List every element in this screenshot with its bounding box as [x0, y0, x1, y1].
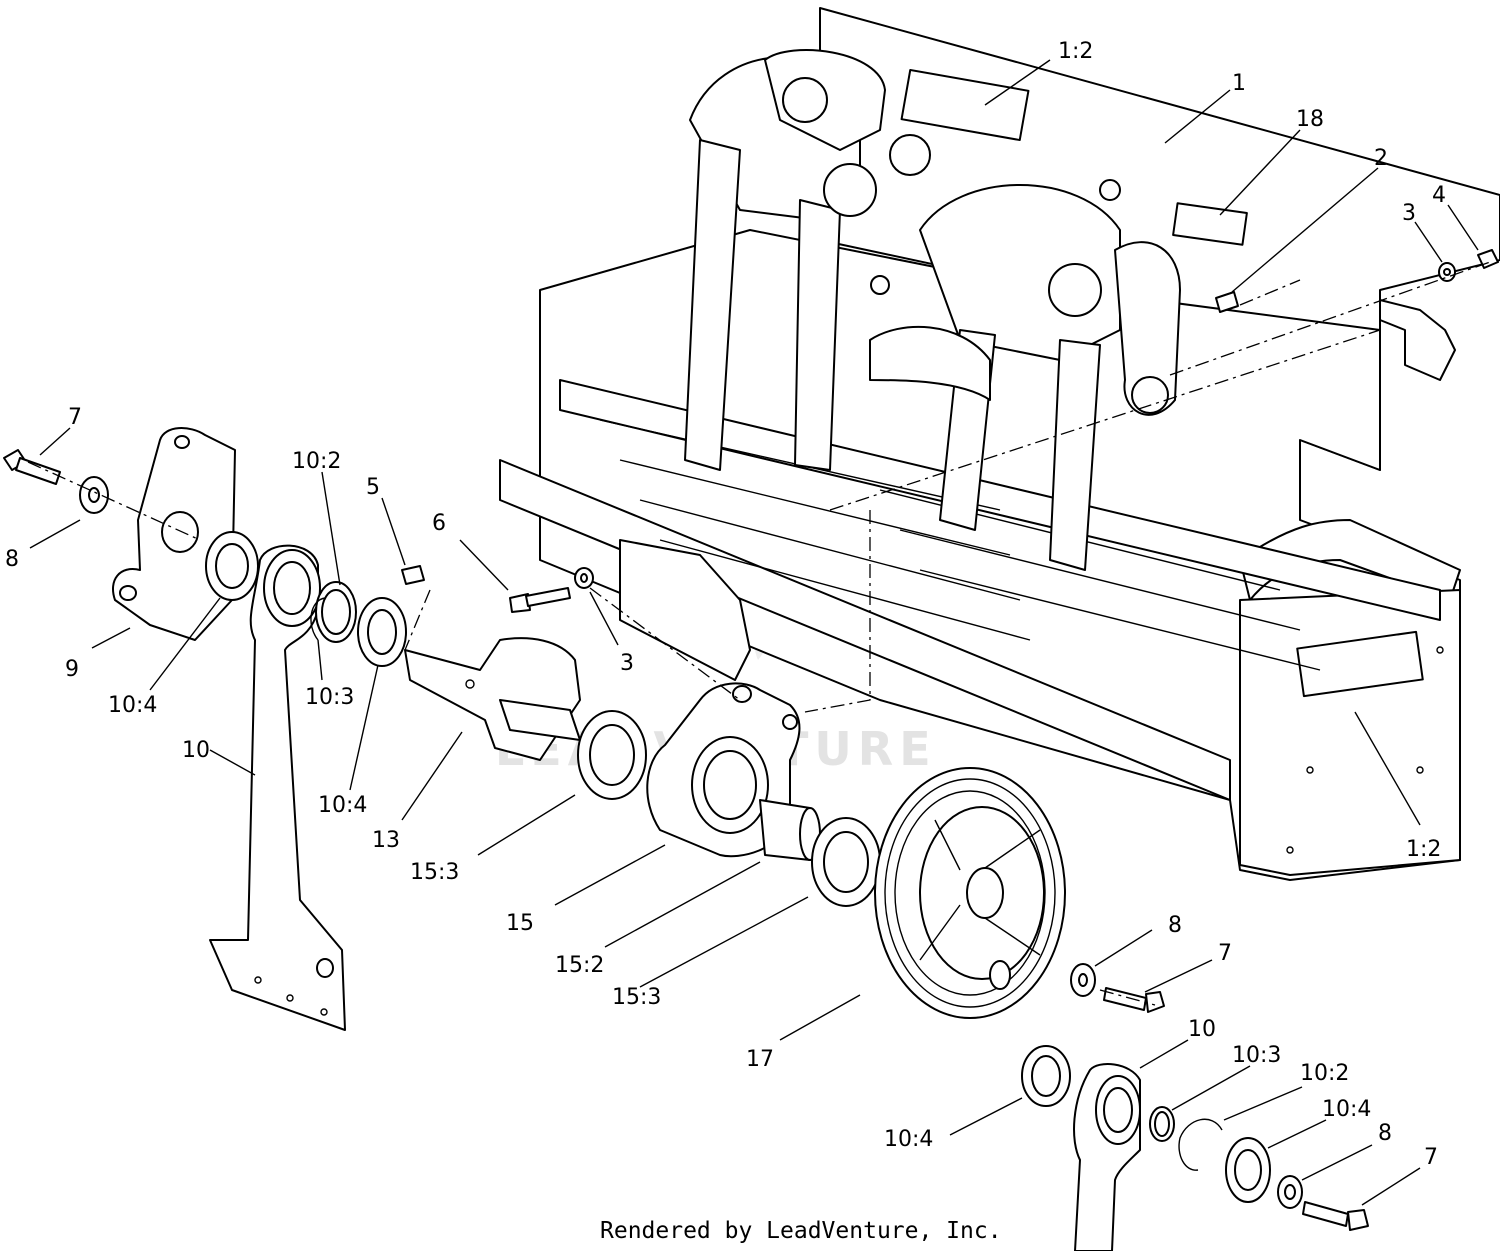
callout-8-bottom: 8	[1378, 1121, 1392, 1146]
decal-1-2-top	[900, 68, 1030, 142]
callout-15-3-b: 15:3	[612, 985, 661, 1010]
callout-8-left: 8	[5, 547, 19, 572]
callout-4: 4	[1432, 183, 1446, 208]
callout-10-4-d: 10:4	[1322, 1097, 1371, 1122]
washer-part-3-mid	[574, 567, 594, 589]
callout-10-4-b: 10:4	[318, 793, 367, 818]
bolt-part-7-left	[3, 449, 61, 485]
callout-labels: 1:2 1 18 2 3 4 7 8 9 10:4 10:2 10:3 5 10…	[5, 39, 1446, 1170]
callout-10-2-bottom: 10:2	[1300, 1061, 1349, 1086]
bearing-part-10-4-d	[1225, 1137, 1271, 1203]
nut-part-4	[1477, 249, 1499, 269]
callout-18: 18	[1296, 107, 1324, 132]
bolt-part-7-bottom	[1302, 1201, 1369, 1231]
callout-10-left: 10	[182, 738, 210, 763]
callout-1: 1	[1232, 71, 1246, 96]
washer-part-8-right	[1070, 963, 1096, 997]
callout-9: 9	[65, 657, 79, 682]
callout-2: 2	[1374, 146, 1388, 171]
arm-part-10-left	[209, 544, 346, 1031]
callout-10-4-c: 10:4	[884, 1127, 933, 1152]
callout-7-right: 7	[1218, 941, 1232, 966]
pulley-part-17	[874, 767, 1066, 1019]
assembly-lines	[27, 261, 1491, 1006]
callout-15-3-a: 15:3	[410, 860, 459, 885]
snap-ring-part-10-3-top	[310, 597, 326, 641]
washer-part-3-right	[1438, 262, 1456, 282]
callout-13: 13	[372, 828, 400, 853]
callout-3-right: 3	[1402, 201, 1416, 226]
callout-10-4-a: 10:4	[108, 693, 157, 718]
ring-part-10-3-bottom	[1149, 1106, 1175, 1142]
ring-part-10-2-top	[315, 581, 357, 643]
bearing-part-15-3-b	[811, 817, 881, 907]
callout-8-right: 8	[1168, 913, 1182, 938]
callout-3-mid: 3	[620, 651, 634, 676]
callout-17: 17	[746, 1047, 774, 1072]
bearing-part-10-4-c	[1021, 1045, 1071, 1107]
washer-part-8-bottom	[1277, 1175, 1303, 1209]
footer-credit: Rendered by LeadVenture, Inc.	[600, 1218, 1002, 1244]
callout-15-2: 15:2	[555, 953, 604, 978]
snap-ring-part-10-2-bottom	[1178, 1118, 1223, 1171]
sleeve-part-15-2	[759, 799, 821, 861]
drive-arm-assemblies	[684, 49, 1181, 571]
callout-10-3-bottom: 10:3	[1232, 1043, 1281, 1068]
callout-10-right: 10	[1188, 1017, 1216, 1042]
pin-part-2	[1215, 291, 1239, 313]
callout-1-2-top: 1:2	[1058, 39, 1093, 64]
washer-part-8-left	[79, 476, 109, 514]
bolt-part-7-right	[1103, 987, 1165, 1013]
decal-18	[1172, 202, 1248, 246]
main-frame-part-1	[499, 7, 1500, 881]
leader-lines	[29, 59, 1479, 1206]
bolt-part-6	[509, 587, 571, 613]
callout-7-bottom: 7	[1424, 1145, 1438, 1170]
bearing-part-10-4-b	[357, 597, 407, 667]
bearing-part-10-4-a	[205, 531, 259, 601]
callout-10-2-top: 10:2	[292, 449, 341, 474]
callout-6: 6	[432, 511, 446, 536]
shaft-part-13	[404, 637, 581, 761]
bearing-part-15-3-a	[577, 710, 647, 800]
mount-bracket-part-9	[112, 427, 236, 641]
arm-part-10-right	[1073, 1063, 1141, 1251]
callout-5: 5	[366, 475, 380, 500]
pin-part-5	[401, 565, 425, 585]
callout-15: 15	[506, 911, 534, 936]
callout-10-3-top: 10:3	[305, 685, 354, 710]
callout-7-left: 7	[68, 405, 82, 430]
callout-1-2-right: 1:2	[1406, 837, 1441, 862]
bracket-plate	[619, 539, 751, 681]
